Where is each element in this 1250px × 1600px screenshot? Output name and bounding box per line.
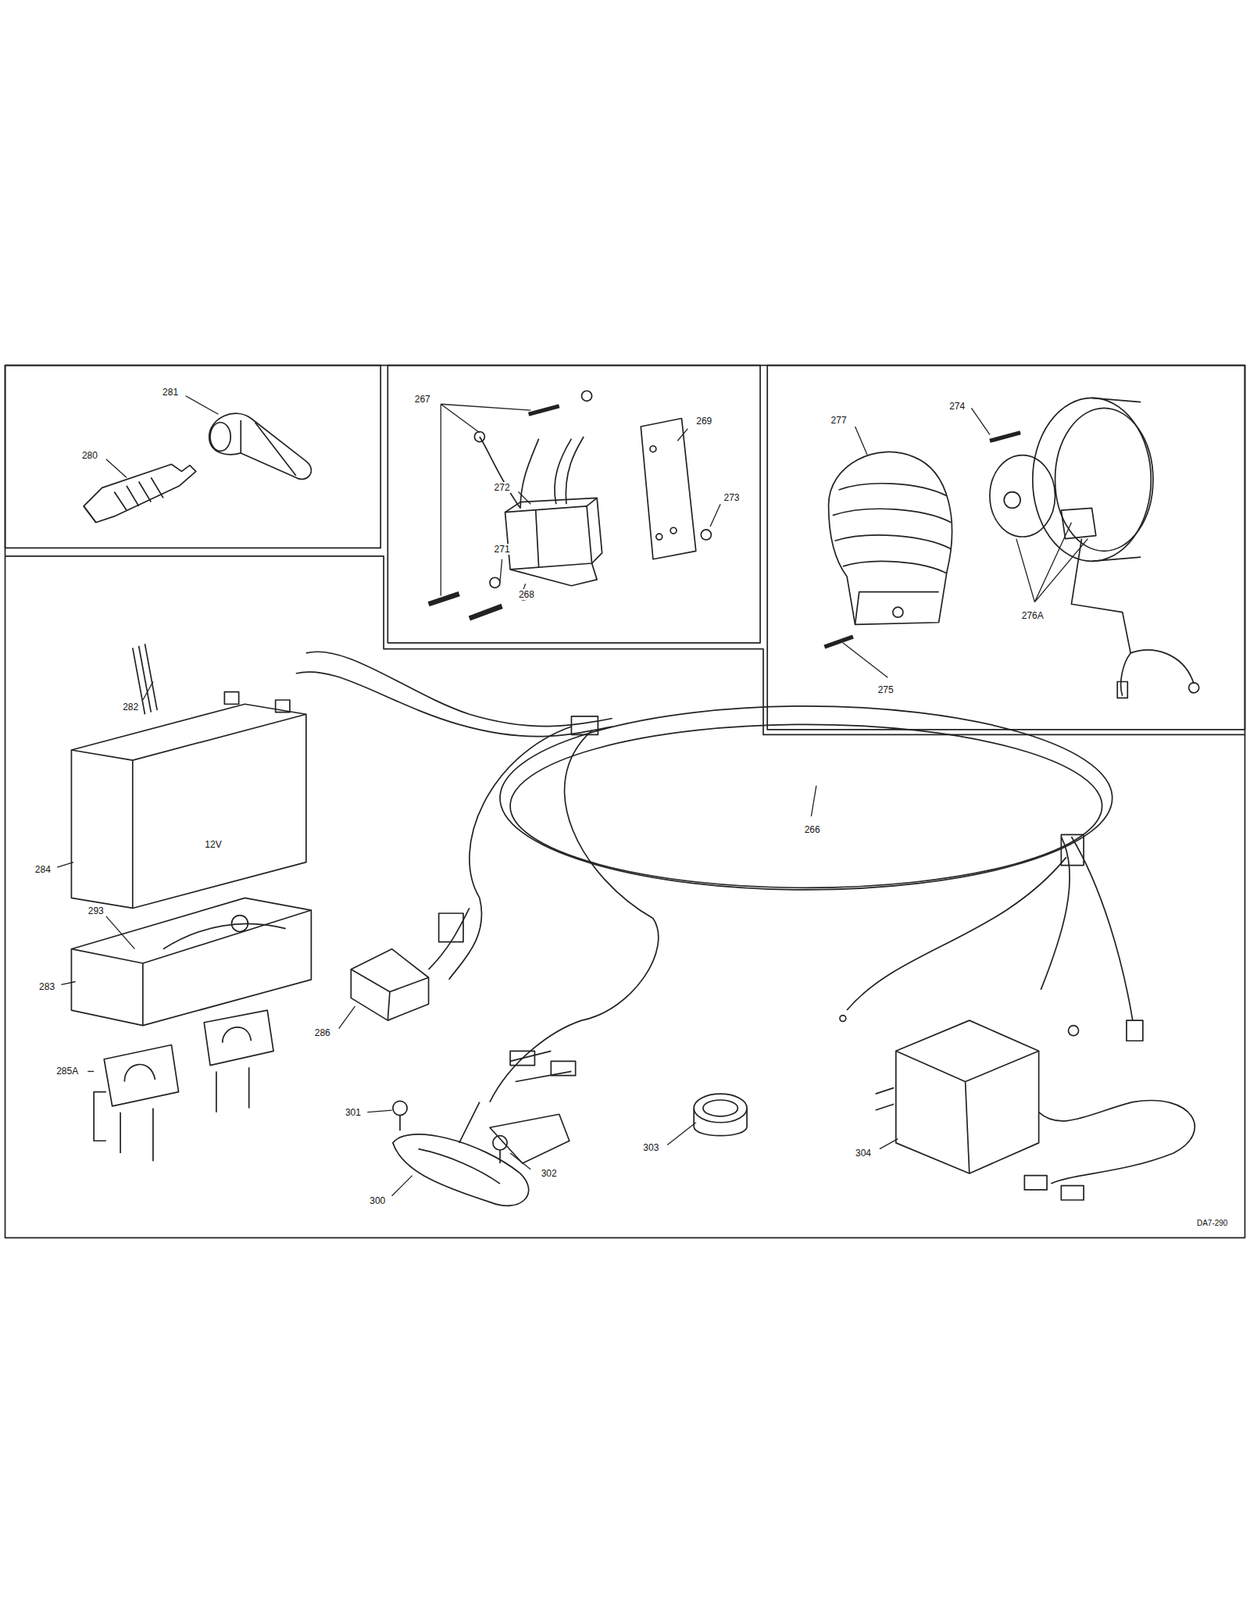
battery [71,643,306,908]
frame [5,365,1246,1239]
mounting-plate [392,1100,570,1206]
leader-lines [57,396,1088,1197]
callout-number: 282 [121,701,140,713]
frame-line [5,556,1246,736]
flywheel-stator [989,397,1200,698]
callout-number: 272 [492,482,512,493]
callout-number: 303 [641,1142,661,1154]
callout-number: 276A [1020,610,1046,622]
callout-number: 274 [947,400,967,412]
figure-code: DA7-290 [1195,1217,1229,1229]
callout-number: 268 [517,589,536,600]
battery-charger [875,1020,1196,1200]
callout-number: 280 [80,450,100,461]
callout-number: 304 [853,1147,873,1159]
spark-plug [83,464,197,522]
inset-frame [387,365,761,643]
callout-number: 301 [343,1107,363,1118]
callout-number: 275 [876,684,896,696]
callout-number: 277 [829,414,849,426]
callout-number: 271 [492,543,512,555]
tape-roll [693,1093,747,1136]
ignition-coil [428,390,712,618]
callout-number: 267 [413,393,433,405]
callout-number: 283 [37,981,57,993]
clamp [93,1010,274,1161]
callout-number: 286 [313,1027,333,1039]
battery-marking: 12V [203,839,223,850]
relay [350,907,470,1021]
callout-number: 302 [539,1167,559,1179]
spark-plug-cap [209,413,312,479]
callout-number: 266 [803,824,822,836]
callout-number: 281 [160,386,180,398]
inset-frame [5,365,382,549]
callout-number: 293 [86,905,106,917]
callout-number: 269 [694,415,714,427]
magneto-cover [824,451,952,647]
wiring-harness [296,651,1143,1143]
callout-number: 273 [721,492,741,504]
callout-number: 285A [54,1065,80,1077]
inset-frame [767,365,1245,730]
callout-number: 284 [33,864,53,875]
battery-tray [71,897,311,1025]
callout-number: 300 [367,1195,387,1207]
